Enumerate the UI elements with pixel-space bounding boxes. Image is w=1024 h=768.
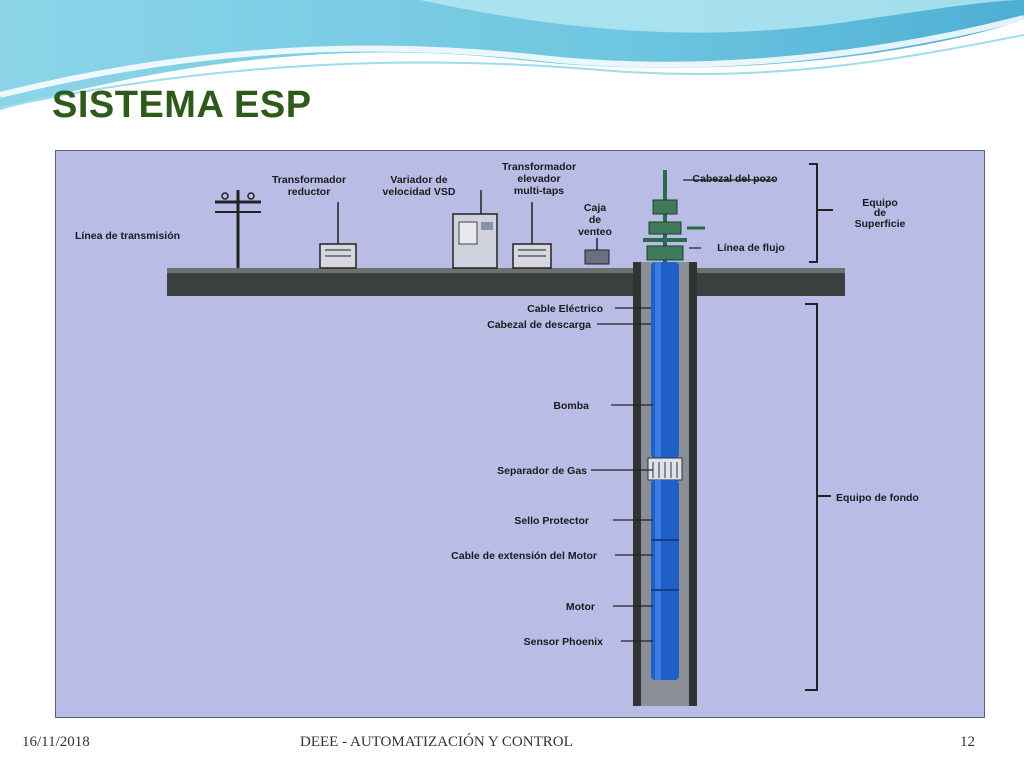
- wellhead-icon: [643, 170, 705, 262]
- label-equipo-fondo: Equipo de fondo: [836, 492, 919, 504]
- footer-date: 16/11/2018: [22, 734, 90, 750]
- label-transformador-reductor-2: reductor: [288, 186, 331, 198]
- label-bomba: Bomba: [553, 400, 589, 412]
- label-equipo-superficie-1: Equipo: [862, 197, 898, 209]
- bracket-fondo: [805, 303, 831, 691]
- label-linea-flujo: Línea de flujo: [717, 242, 785, 254]
- label-cabezal-descarga: Cabezal de descarga: [487, 319, 591, 331]
- label-linea-transmision: Línea de transmisión: [75, 230, 180, 242]
- header-waves: [0, 0, 1024, 110]
- esp-diagram: Línea de transmisión Transformador reduc…: [55, 150, 985, 718]
- footer-page-number: 12: [960, 734, 975, 750]
- vsd-cabinet-icon: [452, 190, 498, 269]
- label-cable-extension-motor: Cable de extensión del Motor: [451, 550, 597, 562]
- surface-leaders: [683, 179, 775, 249]
- bracket-superficie: [809, 163, 833, 263]
- label-separador-gas: Separador de Gas: [497, 465, 587, 477]
- label-transformador-reductor-1: Transformador: [272, 174, 346, 186]
- label-sensor-phoenix: Sensor Phoenix: [524, 636, 604, 648]
- label-variador-1: Variador de: [390, 174, 447, 186]
- transformador-elevador-icon: [512, 202, 552, 269]
- slide-title: SISTEMA ESP: [52, 84, 312, 126]
- label-variador-2: velocidad VSD: [383, 186, 456, 198]
- label-motor: Motor: [566, 601, 595, 613]
- caja-venteo-icon: [584, 238, 610, 265]
- label-elevador-1: Transformador: [502, 161, 576, 173]
- label-caja-1: Caja: [584, 202, 606, 214]
- label-caja-2: de: [589, 214, 601, 226]
- label-cabezal-pozo: Cabezal del pozo: [692, 173, 777, 185]
- label-equipo-superficie-3: Superficie: [855, 218, 906, 230]
- label-elevador-2: elevador: [517, 173, 560, 185]
- esp-pump-string: [647, 262, 683, 680]
- label-cable-electrico: Cable Eléctrico: [527, 303, 603, 315]
- transformador-reductor-icon: [319, 202, 357, 269]
- label-caja-3: venteo: [578, 226, 612, 238]
- label-equipo-superficie-2: de: [874, 207, 886, 219]
- label-elevador-3: multi-taps: [514, 185, 564, 197]
- diagram-background: [55, 150, 985, 718]
- footer-center: DEEE - AUTOMATIZACIÓN Y CONTROL: [300, 734, 573, 750]
- transmission-pole-icon: [215, 190, 261, 268]
- label-sello-protector: Sello Protector: [514, 515, 589, 527]
- downhole-leaders: [591, 307, 653, 642]
